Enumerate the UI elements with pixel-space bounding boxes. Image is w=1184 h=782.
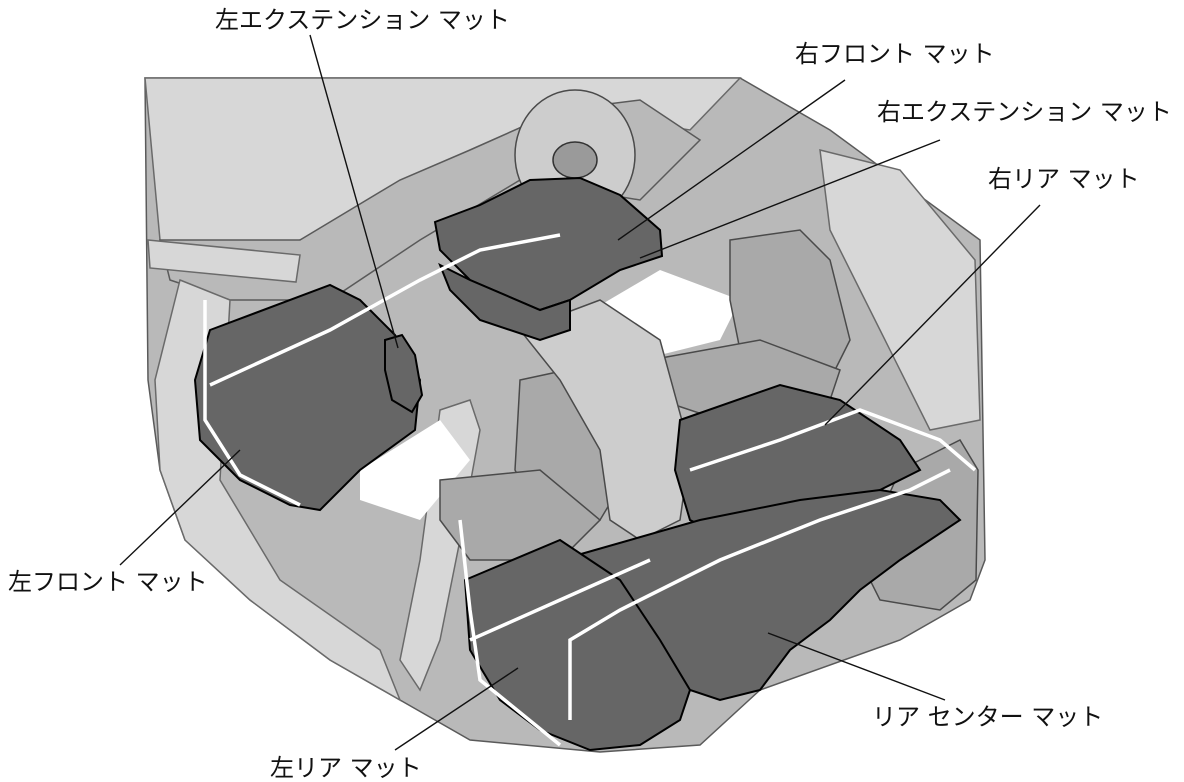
- right-extension-mat-shape: [438, 262, 571, 342]
- leader-lines: [119, 34, 1041, 751]
- label-right-extension-mat: 右エクステンション マット: [877, 98, 1172, 126]
- mat-outline-rear-right: [689, 408, 977, 472]
- floor-mats: [193, 176, 977, 752]
- label-left-front-mat: 左フロント マット: [8, 568, 208, 596]
- mat-outline-rear-center: [568, 468, 951, 720]
- center-console: [518, 299, 691, 541]
- label-right-rear-mat: 右リア マット: [988, 165, 1140, 193]
- leader-right-extension: [639, 139, 941, 259]
- right-door-panel: [819, 149, 981, 431]
- label-left-extension-mat: 左エクステンション マット: [215, 6, 510, 34]
- steering-hub: [552, 141, 598, 179]
- mat-outline-rear-left: [458, 519, 651, 747]
- left-floor-opening: [360, 420, 470, 520]
- callout-labels: 左エクステンション マット 右フロント マット 右エクステンション マット 右リ…: [8, 6, 1172, 782]
- leader-left-extension: [309, 34, 399, 349]
- left-b-pillar: [399, 399, 481, 692]
- leader-right-front: [617, 79, 846, 241]
- label-rear-center-mat: リア センター マット: [872, 703, 1103, 731]
- label-left-rear-mat: 左リア マット: [270, 754, 422, 782]
- left-extension-mat-shape: [384, 333, 424, 414]
- leader-left-front: [119, 449, 241, 566]
- leader-rear-center: [767, 632, 946, 701]
- label-right-front-mat: 右フロント マット: [795, 40, 995, 68]
- leader-right-rear: [824, 204, 1041, 426]
- left-a-pillar: [147, 239, 301, 283]
- left-front-mat-shape: [193, 283, 422, 512]
- leader-left-rear: [394, 667, 519, 751]
- mat-outline-front: [203, 233, 561, 507]
